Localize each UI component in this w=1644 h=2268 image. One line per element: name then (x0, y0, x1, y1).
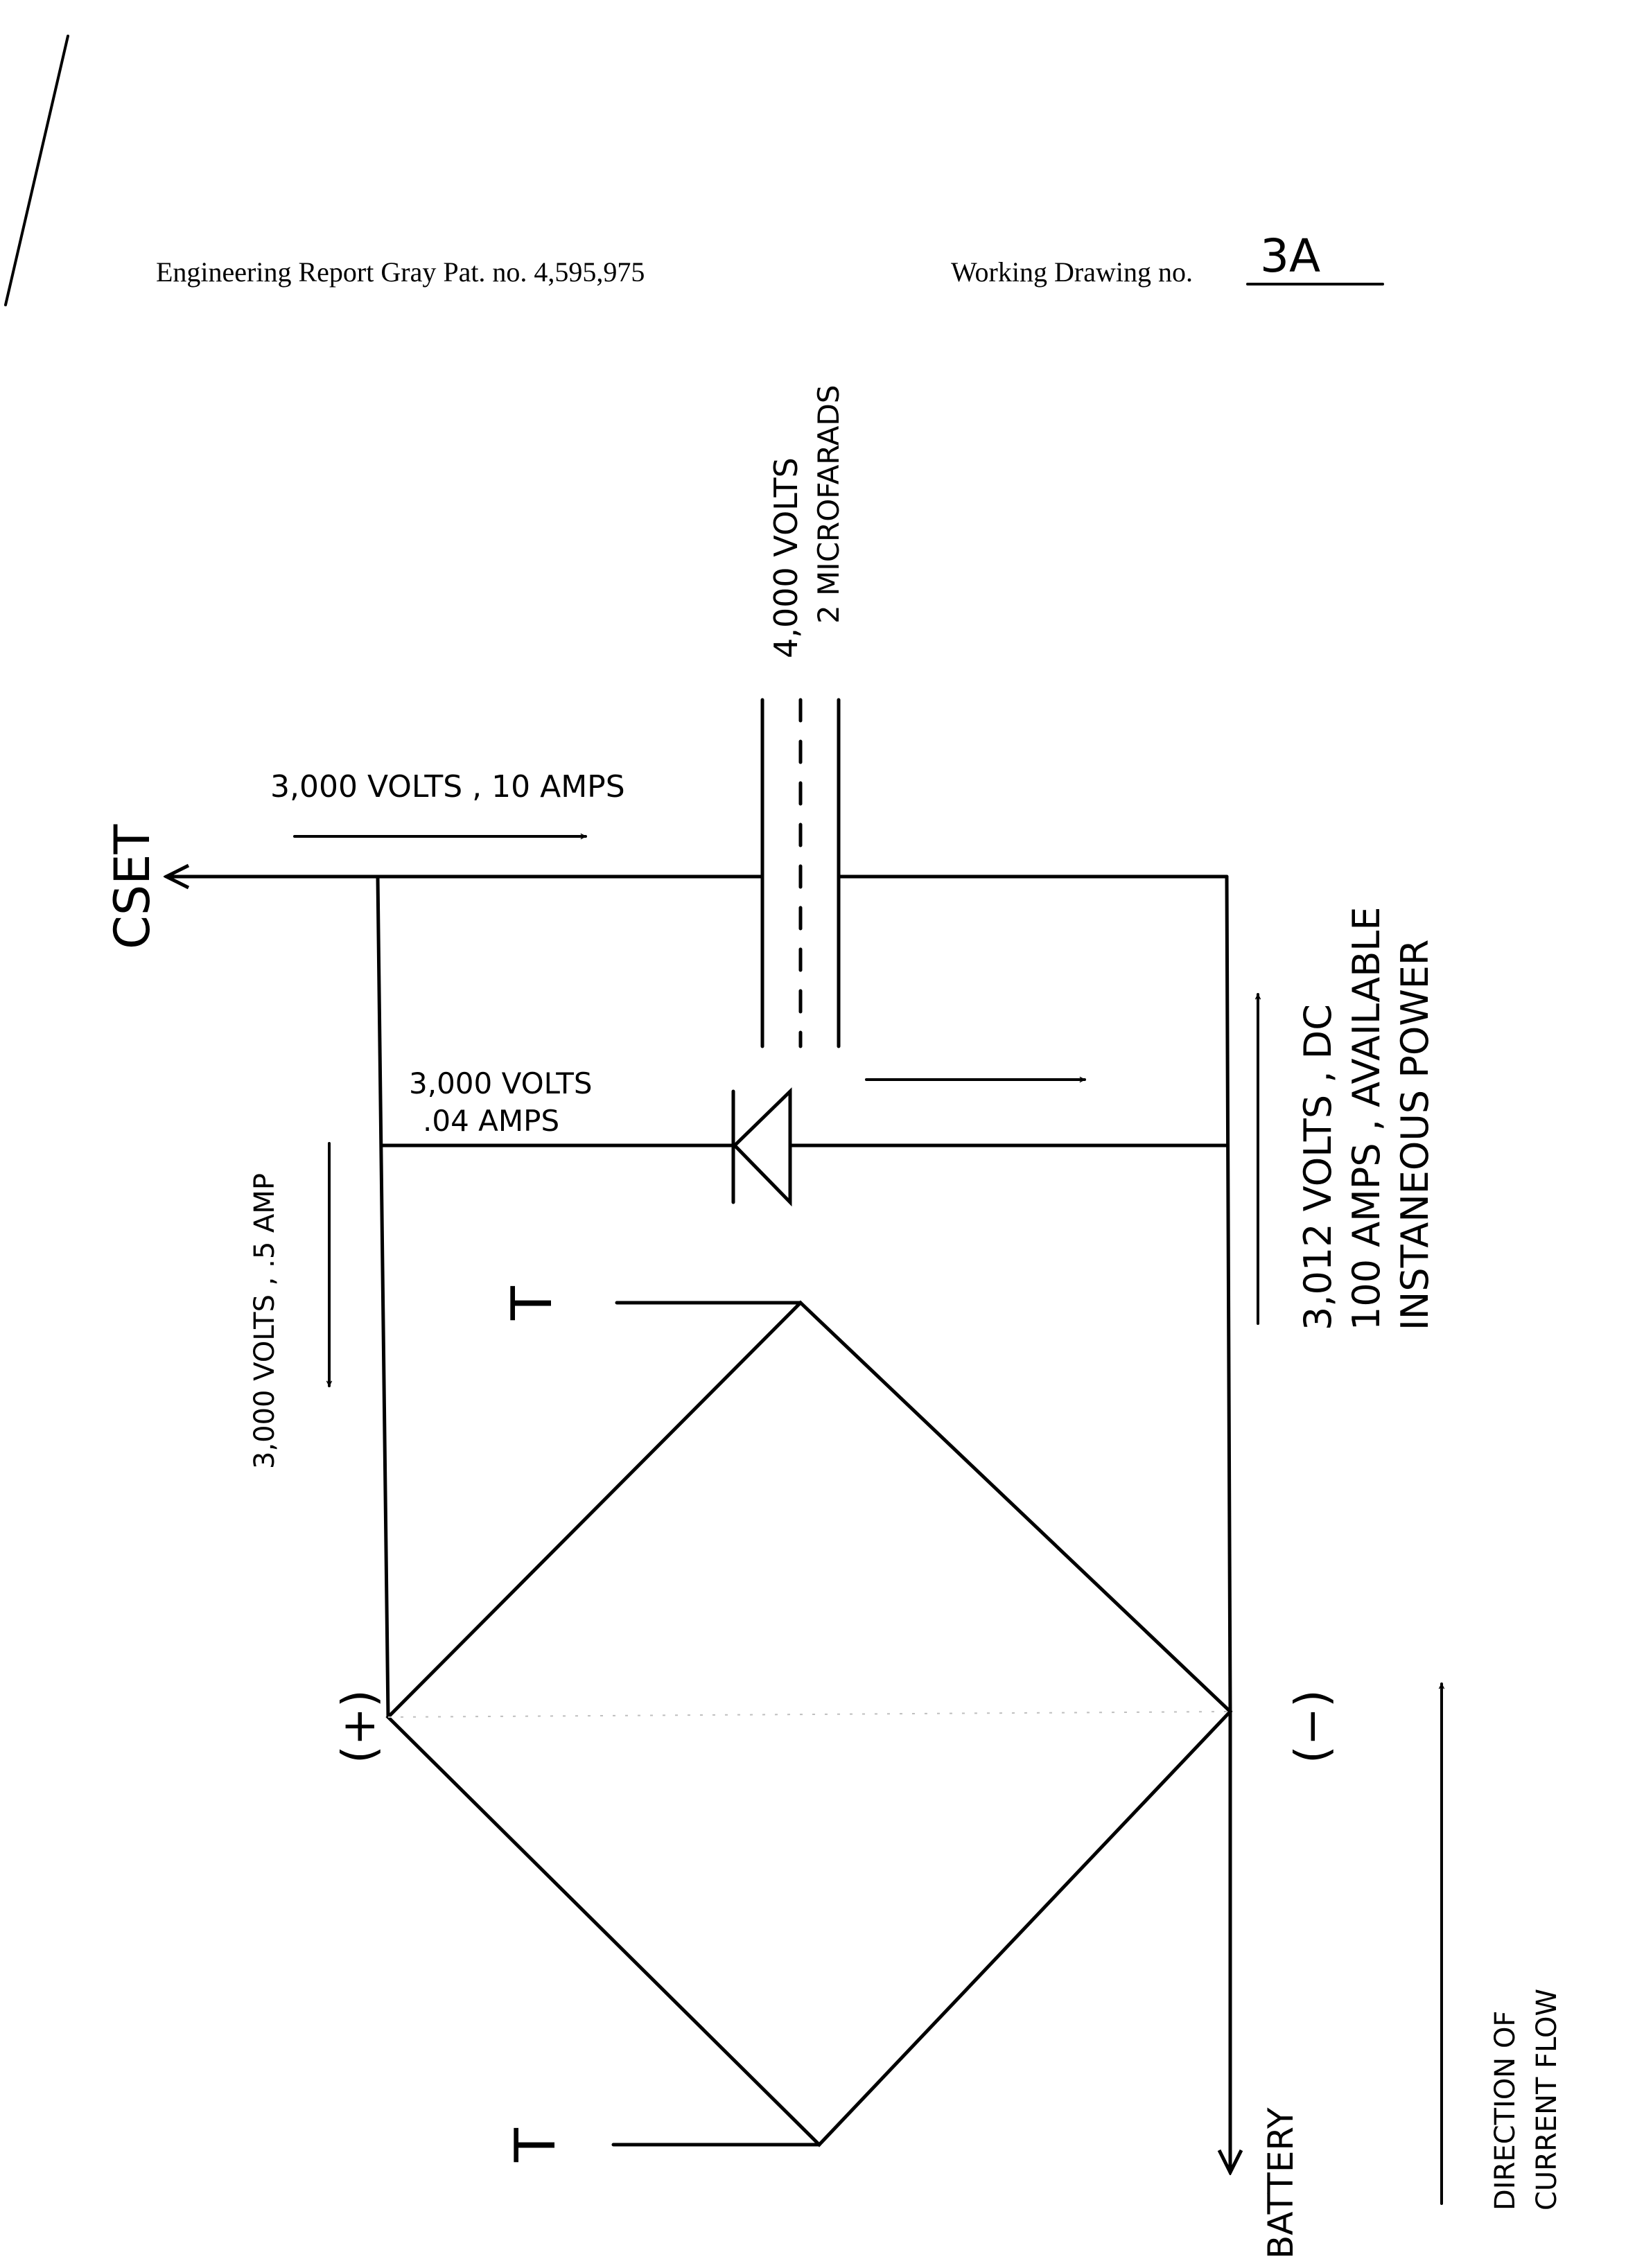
cset-label: CSET (104, 824, 161, 949)
drawing-label: Working Drawing no. (951, 256, 1193, 288)
right-bus-wire (1225, 874, 1232, 1714)
bridge-centerline (387, 1711, 1231, 1718)
capacitor-capacitance-label: 2 MICROFARADS (812, 385, 846, 624)
left-bus-wire (376, 874, 390, 1719)
output-line1-label: 3,012 VOLTS , DC (1296, 1004, 1340, 1330)
output-line2-label: 100 AMPS , AVAILABLE (1345, 907, 1388, 1330)
diode (731, 1087, 792, 1207)
capacitor-voltage-label: 4,000 VOLTS (767, 457, 805, 658)
diode-current-label: .04 AMPS (423, 1104, 559, 1138)
stray-pen-mark (4, 35, 69, 306)
left-current-label: 3,000 VOLTS , .5 AMP (249, 1173, 281, 1469)
plus-terminal-label: (+) (332, 1689, 385, 1764)
drawing-number: 3A (1260, 229, 1320, 283)
legend-line2-label: CURRENT FLOW (1531, 1989, 1563, 2210)
terminal-bottom-label: T (503, 2127, 568, 2163)
top-current-label: 3,000 VOLTS , 10 AMPS (270, 769, 625, 805)
minus-terminal-label: (−) (1285, 1689, 1338, 1764)
report-title: Engineering Report Gray Pat. no. 4,595,9… (156, 256, 645, 288)
battery-label: BATTERY (1261, 2107, 1301, 2259)
legend-line1-label: DIRECTION OF (1489, 2011, 1521, 2210)
output-line3-label: INSTANEOUS POWER (1393, 940, 1437, 1330)
terminal-top-label: T (500, 1285, 564, 1321)
capacitor (760, 698, 841, 1048)
diode-voltage-label: 3,000 VOLTS (409, 1066, 593, 1100)
bridge-diamond (385, 1300, 1233, 2147)
